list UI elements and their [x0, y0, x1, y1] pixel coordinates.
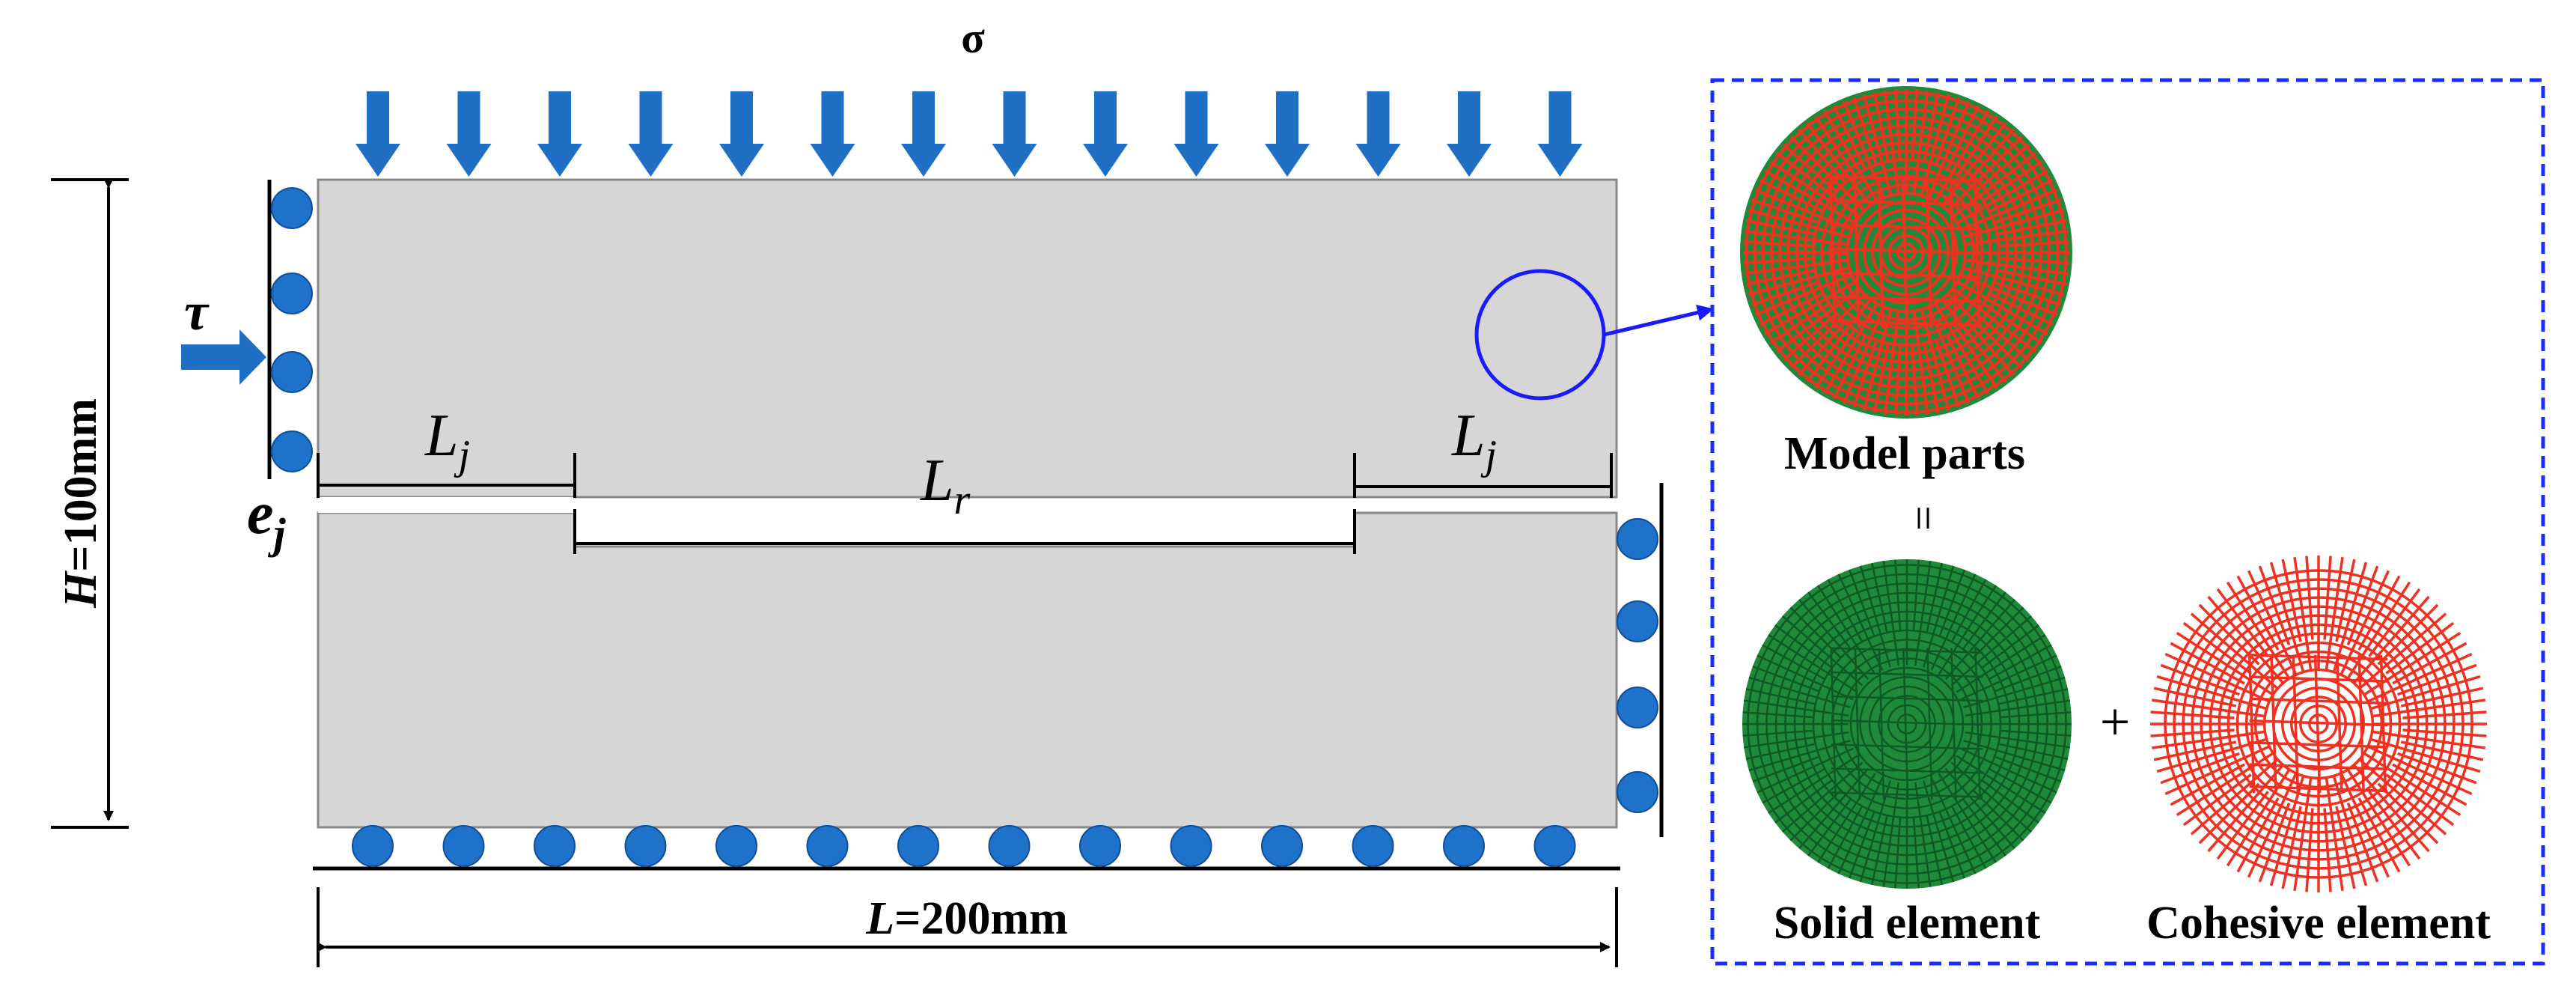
roller-support [352, 825, 394, 867]
roller-support [1533, 825, 1576, 867]
rock-bridge-length [573, 509, 1356, 554]
upper-rock-block [317, 178, 1618, 499]
sigma-arrow [537, 91, 582, 177]
sigma-arrow [628, 91, 674, 177]
length-dimension [317, 887, 1618, 967]
sigma-load-arrows [355, 91, 1583, 177]
lr-label: Lr [920, 448, 971, 523]
joint-length-right [1353, 453, 1613, 498]
left-rollers [271, 187, 313, 472]
height-label: H=100mm [55, 398, 106, 609]
length-label: L=200mm [865, 893, 1068, 944]
roller-support [1617, 771, 1658, 813]
roller-support [271, 187, 313, 229]
roller-support [1617, 518, 1658, 560]
roller-support [1352, 825, 1394, 867]
joint-length-left [317, 453, 576, 498]
cohesive-element-label: Cohesive element [2146, 898, 2491, 949]
sigma-arrow [1537, 91, 1583, 177]
cohesive-element-mesh [2150, 556, 2487, 892]
roller-support [897, 825, 939, 867]
ej-label: ej [247, 481, 287, 558]
roller-support [271, 430, 313, 472]
sigma-arrow [1355, 91, 1401, 177]
zoom-connector-arrow [1603, 304, 1714, 337]
bottom-rollers [352, 825, 1576, 867]
sigma-arrow [446, 91, 492, 177]
right-rollers [1617, 518, 1658, 813]
roller-support [271, 351, 313, 393]
joint-gap [318, 497, 575, 513]
plus-sign: + [2100, 692, 2131, 752]
solid-element-mesh [1742, 559, 2072, 889]
model-parts-label: Model parts [1784, 428, 2025, 479]
roller-support [1261, 825, 1303, 867]
roller-support [1617, 687, 1658, 728]
tau-label: τ [184, 282, 210, 341]
solid-element-label: Solid element [1774, 898, 2041, 949]
roller-support [1170, 825, 1212, 867]
roller-support [534, 825, 576, 867]
sigma-arrow [355, 91, 400, 177]
roller-support [624, 825, 667, 867]
roller-support [988, 825, 1031, 867]
lower-rock-block [317, 511, 1618, 829]
sigma-label: σ [961, 13, 985, 62]
sigma-arrow [719, 91, 764, 177]
sigma-arrow [992, 91, 1037, 177]
height-dimension [51, 178, 129, 829]
tau-arrow [181, 329, 266, 385]
sigma-arrow [810, 91, 855, 177]
roller-support [1443, 825, 1485, 867]
sigma-arrow [1173, 91, 1219, 177]
equals-sign: = [1899, 505, 1948, 531]
roller-support [806, 825, 849, 867]
sigma-arrow [901, 91, 946, 177]
sigma-arrow [1447, 91, 1492, 177]
roller-support [715, 825, 757, 867]
mesh-inset-box [1710, 78, 2545, 966]
roller-support [1079, 825, 1121, 867]
sigma-arrow [1265, 91, 1310, 177]
roller-support [442, 825, 485, 867]
lj-right-label: Lj [1451, 403, 1497, 478]
roller-support [1617, 600, 1658, 642]
lj-left-label: Lj [424, 403, 470, 478]
sigma-arrow [1083, 91, 1128, 177]
model-parts-mesh [1740, 86, 2072, 419]
roller-support [271, 273, 313, 314]
